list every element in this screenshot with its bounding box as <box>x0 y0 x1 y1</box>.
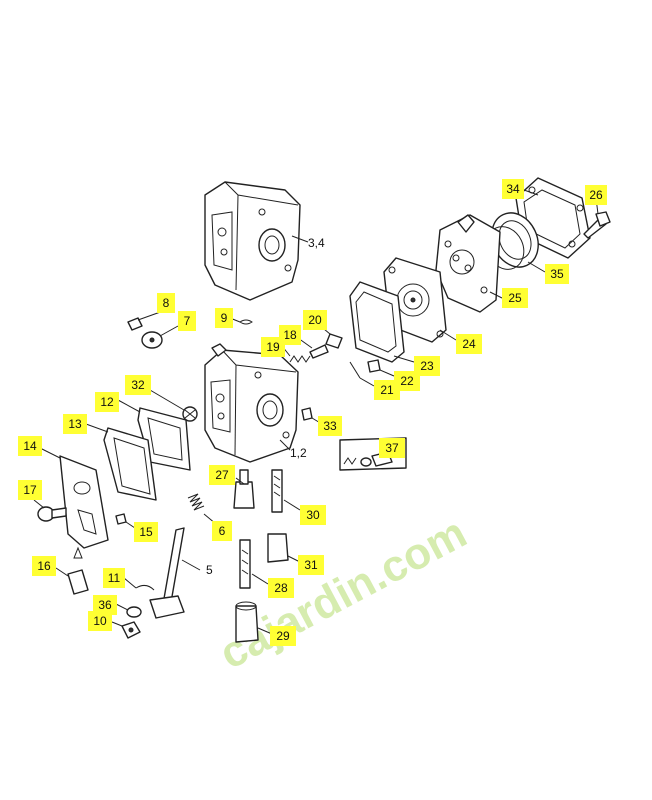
callout-22: 22 <box>394 371 420 391</box>
svg-text:18: 18 <box>283 328 297 342</box>
carburetor-housing-lower <box>204 343 299 463</box>
svg-text:25: 25 <box>508 291 522 305</box>
callout-8: 8 <box>157 293 175 313</box>
svg-text:33: 33 <box>323 419 337 433</box>
svg-text:8: 8 <box>163 296 170 310</box>
callout-20: 20 <box>303 310 327 330</box>
part-29-cap <box>235 601 273 643</box>
part-30-needle <box>271 469 301 513</box>
svg-text:26: 26 <box>589 188 603 202</box>
svg-text:31: 31 <box>304 558 318 572</box>
svg-text:17: 17 <box>23 483 37 497</box>
part-25-pump-body <box>435 214 503 313</box>
svg-text:37: 37 <box>385 441 399 455</box>
part-36-ring <box>115 603 142 618</box>
part-19-spring <box>281 345 311 363</box>
part-16-weight <box>55 546 89 595</box>
part-12-gasket <box>117 399 191 471</box>
callout-11: 11 <box>103 568 125 588</box>
callout-9: 9 <box>215 308 233 328</box>
part-10-nut <box>111 621 141 639</box>
callout-32: 32 <box>125 375 151 395</box>
part-9-clip <box>229 317 253 325</box>
part-28-needle <box>239 539 269 589</box>
watermark: cajardin.com <box>212 508 475 679</box>
svg-text:11: 11 <box>108 571 121 585</box>
callout-24: 24 <box>456 334 482 354</box>
part-17-screw <box>33 499 67 522</box>
callout-17: 17 <box>18 480 42 500</box>
part-6-spring <box>187 493 217 525</box>
svg-text:10: 10 <box>93 614 107 628</box>
part-13-diaphragm <box>85 423 157 501</box>
svg-text:24: 24 <box>462 337 476 351</box>
callout-29: 29 <box>270 626 296 646</box>
callout-25: 25 <box>502 288 528 308</box>
svg-text:19: 19 <box>266 340 280 354</box>
callout-35: 35 <box>545 264 569 284</box>
svg-text:20: 20 <box>308 313 322 327</box>
callout-30: 30 <box>300 505 326 525</box>
svg-text:29: 29 <box>276 629 290 643</box>
svg-text:14: 14 <box>23 439 37 453</box>
callout-19: 19 <box>261 337 285 357</box>
callout-21: 21 <box>374 380 400 400</box>
svg-text:34: 34 <box>506 182 520 196</box>
callout-37: 37 <box>379 438 405 458</box>
part-27-screw <box>233 469 255 509</box>
part-22-screw <box>367 359 395 377</box>
part-11-clip <box>123 577 155 591</box>
callout-36: 36 <box>93 595 117 615</box>
svg-text:22: 22 <box>400 374 414 388</box>
part-7-washer <box>141 325 179 349</box>
svg-text:13: 13 <box>68 417 82 431</box>
svg-text:23: 23 <box>420 359 434 373</box>
label-5: 5 <box>206 563 213 577</box>
part-35-cover <box>485 212 546 273</box>
callout-28: 28 <box>268 578 294 598</box>
callout-10: 10 <box>88 611 112 631</box>
svg-text:6: 6 <box>219 524 226 538</box>
callout-31: 31 <box>298 555 324 575</box>
label-3-4: 3,4 <box>308 236 325 250</box>
part-18-needle <box>297 337 329 359</box>
callout-26: 26 <box>585 185 607 205</box>
callout-27: 27 <box>209 465 235 485</box>
part-21-pin <box>349 361 375 387</box>
svg-text:15: 15 <box>139 525 153 539</box>
callout-12: 12 <box>95 392 119 412</box>
svg-text:32: 32 <box>131 378 145 392</box>
svg-text:27: 27 <box>215 468 229 482</box>
part-14-cover <box>39 447 109 549</box>
carburetor-housing-upper <box>204 181 309 301</box>
svg-text:12: 12 <box>100 395 114 409</box>
callout-13: 13 <box>63 414 87 434</box>
callout-6: 6 <box>212 521 232 541</box>
svg-text:7: 7 <box>184 314 191 328</box>
part-5-throttle-shaft <box>149 527 201 619</box>
callout-23: 23 <box>414 356 440 376</box>
svg-text:35: 35 <box>550 267 564 281</box>
svg-text:28: 28 <box>274 581 288 595</box>
callout-16: 16 <box>32 556 56 576</box>
part-33-plug <box>301 407 323 425</box>
svg-text:16: 16 <box>37 559 51 573</box>
callout-7: 7 <box>178 311 196 331</box>
callout-15: 15 <box>134 522 158 542</box>
callout-33: 33 <box>318 416 342 436</box>
svg-text:9: 9 <box>221 311 228 325</box>
svg-text:21: 21 <box>380 383 394 397</box>
svg-text:30: 30 <box>306 508 320 522</box>
part-32-screen <box>149 389 198 422</box>
callout-34: 34 <box>502 179 524 199</box>
label-1-2: 1,2 <box>290 446 307 460</box>
svg-text:36: 36 <box>98 598 112 612</box>
part-23-gasket <box>349 281 415 363</box>
part-31-cap <box>267 533 301 563</box>
callout-14: 14 <box>18 436 42 456</box>
